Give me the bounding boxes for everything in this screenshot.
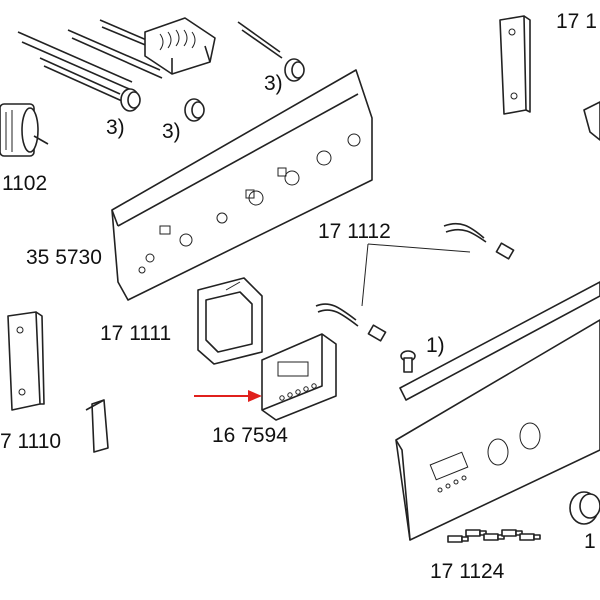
screws-171124 — [447, 529, 541, 543]
knob-shaft-b — [184, 98, 205, 122]
bracket-frame-171111 — [197, 277, 263, 365]
spring-element — [144, 17, 216, 75]
label-171110: 7 1110 — [0, 430, 61, 453]
bracket-top-right — [499, 15, 531, 115]
label-1-bottom: 1 — [584, 530, 596, 553]
note-3-a: 3) — [106, 116, 125, 139]
side-bracket-171110 — [7, 311, 45, 411]
wire-lead-upper — [443, 222, 515, 260]
note-3-b: 3) — [162, 120, 181, 143]
knob-shaft-a — [120, 88, 141, 112]
label-167594: 16 7594 — [212, 424, 288, 447]
note-3-c: 3) — [264, 72, 283, 95]
front-control-panel — [395, 281, 600, 541]
label-171111: 17 1111 — [100, 322, 171, 345]
knob-bottom-right — [569, 491, 600, 525]
small-bracket — [85, 399, 109, 453]
timer-module-167594 — [261, 333, 337, 421]
label-1102: 1102 — [2, 172, 47, 195]
label-171124: 17 1124 — [430, 560, 505, 583]
pointer-arrow — [194, 390, 262, 402]
label-355730: 35 5730 — [26, 246, 102, 269]
note-1: 1) — [426, 334, 445, 357]
threaded-rods — [17, 19, 283, 102]
control-panel-35-5730 — [111, 69, 373, 301]
screw-1 — [400, 350, 416, 373]
corner-bracket-right — [583, 101, 600, 141]
knob-shaft-c — [284, 58, 305, 82]
wire-lead-lower — [315, 303, 387, 342]
label-17-top: 17 1 — [556, 10, 597, 33]
label-171112: 17 1112 — [318, 220, 391, 243]
motor-unit — [0, 103, 49, 157]
leader-lines-171112 — [361, 243, 471, 307]
